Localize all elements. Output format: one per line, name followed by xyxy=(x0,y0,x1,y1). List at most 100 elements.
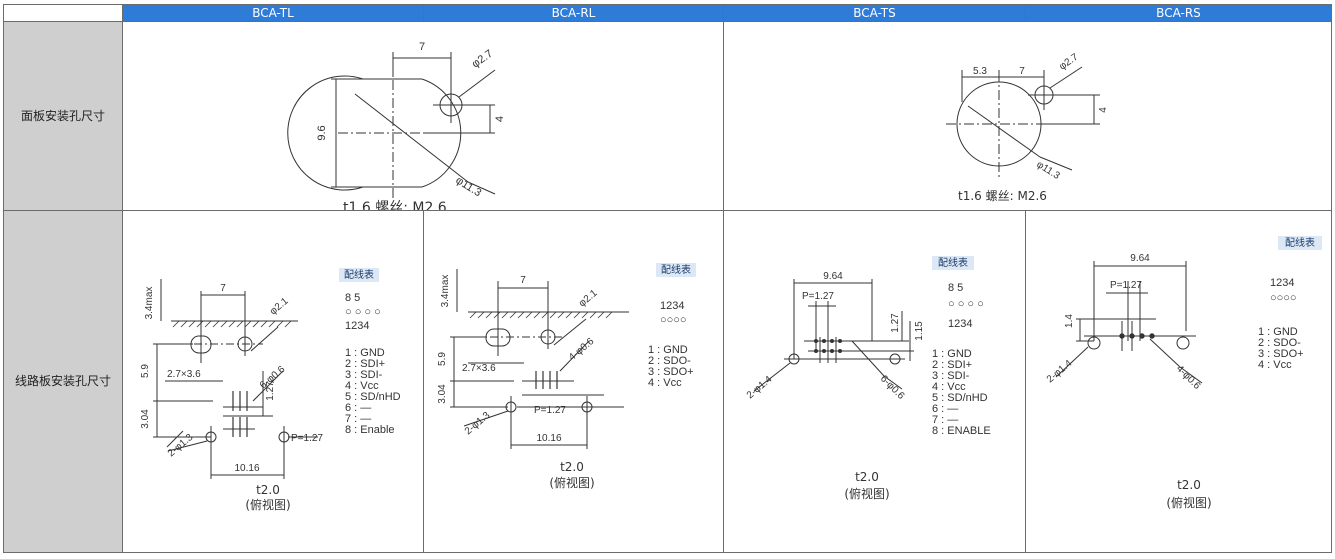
pcb-rl-pins: 4-φ0.6 xyxy=(567,336,597,364)
pcb-rs-pin-3: 3 : SDO+ xyxy=(1258,348,1304,360)
pcb-rl-holes2: 2-φ1.3 xyxy=(463,410,493,438)
pcb-rl-caption2: (俯视图) xyxy=(549,475,594,490)
panel-tl-dim-v: 4 xyxy=(494,116,506,122)
pcb-rl-pin-4: 4 : Vcc xyxy=(648,377,682,389)
pcb-ts-pin-2: 2 : SDI+ xyxy=(932,359,972,371)
pcb-rl-max: 3.4max xyxy=(440,275,451,308)
pcb-rs-wiring-badge xyxy=(1278,236,1322,250)
pcb-rl-wiring-title: 配线表 xyxy=(661,263,691,276)
pcb-tl-hole: φ2.1 xyxy=(268,295,291,317)
spec-table: BCA-TL BCA-RL BCA-TS BCA-RS 面板安装孔尺寸 xyxy=(3,4,1332,553)
corner-cell xyxy=(3,4,123,22)
pcb-tl-d59: 5.9 xyxy=(140,364,151,378)
pcb-rl-pin-1: 1 : GND xyxy=(648,344,688,356)
pcb-ts-d115: 1.15 xyxy=(914,321,925,341)
pcb-rs-pin-1: 1 : GND xyxy=(1258,326,1298,338)
pcb-tl-d1016: 10.16 xyxy=(234,463,259,474)
row-label-pcb: 线路板安装孔尺寸 xyxy=(3,210,123,553)
pcb-ts-pitch: P=1.27 xyxy=(802,291,834,302)
panel-tl-dim-small-hole: φ2.7 xyxy=(470,48,495,71)
pcb-ts-pin-1: 1 : GND xyxy=(932,348,972,360)
pcb-rs-pins: 4-φ0.6 xyxy=(1174,363,1203,392)
pcb-rs-pin-4: 4 : Vcc xyxy=(1258,359,1292,371)
pcb-ts-caption1: t2.0 xyxy=(855,470,879,484)
pcb-rl-d304: 3.04 xyxy=(437,384,448,404)
header-bca-rl: BCA-RL xyxy=(423,4,724,22)
pcb-drawing-ts: 9.64 P=1.27 1.27 1.15 2-φ1.4 6-φ0.6 t2.0… xyxy=(723,210,1026,553)
pcb-ts-pin-7: 7 : — xyxy=(932,414,958,426)
pcb-rl-svg: 3.4max 7 φ2.1 5.9 2.7×3.6 4-φ0.6 3.04 2-… xyxy=(437,263,696,490)
panel-tl-dim-big-hole: φ11.3 xyxy=(453,174,483,199)
pcb-ts-pin-4: 4 : Vcc xyxy=(932,381,966,393)
pcb-tl-caption1: t2.0 xyxy=(256,483,280,497)
pcb-tl-pin-2: 2 : SDI+ xyxy=(345,358,385,370)
pcb-tl-slot: 2.7×3.6 xyxy=(167,369,201,380)
pcb-rs-d964: 9.64 xyxy=(1130,253,1150,264)
pcb-rl-d1016: 10.16 xyxy=(536,433,561,444)
pcb-rs-pin-dots: ○○○○ xyxy=(1270,292,1297,304)
pcb-rl-hole: φ2.1 xyxy=(577,287,600,309)
pcb-rs-caption1: t2.0 xyxy=(1177,478,1201,492)
pcb-ts-wiring-badge xyxy=(932,256,974,270)
pcb-tl-d7: 7 xyxy=(220,283,226,294)
pcb-rs-svg: 9.64 P=1.27 1.4 2-φ1.4 4-φ0.6 t2.0 (俯视图)… xyxy=(1045,236,1322,510)
pcb-tl-caption2: (俯视图) xyxy=(245,497,290,512)
panel-drawing-svg: 7 φ2.7 4 9.6 φ11.3 t1.6 螺丝: M2.6 xyxy=(287,41,506,210)
pcb-rl-wiring-badge xyxy=(656,263,696,277)
pcb-tl-pin-top: 8 5 xyxy=(345,292,360,304)
pcb-tl-pin-row: 1234 xyxy=(345,320,369,332)
pcb-ts-pins: 6-φ0.6 xyxy=(878,373,907,402)
pcb-drawing-tl: 3.4max 7 φ2.1 5.9 2.7×3.6 6-φ0.6 1.27 3.… xyxy=(122,210,424,553)
panel-tl-dim-offset: 7 xyxy=(419,41,425,53)
pcb-rs-pitch: P=1.27 xyxy=(1110,280,1142,291)
pcb-tl-wiring-badge xyxy=(339,268,379,282)
pcb-tl-svg: 3.4max 7 φ2.1 5.9 2.7×3.6 6-φ0.6 1.27 3.… xyxy=(140,268,401,512)
pcb-ts-pin-row: 1234 xyxy=(948,318,972,330)
pcb-drawing-rs: 9.64 P=1.27 1.4 2-φ1.4 4-φ0.6 t2.0 (俯视图)… xyxy=(1025,210,1332,553)
pcb-rs-caption2: (俯视图) xyxy=(1166,495,1211,510)
panel-tl-dim-h: 9.6 xyxy=(316,125,328,140)
pcb-tl-pin-3: 3 : SDI- xyxy=(345,369,383,381)
pcb-rs-wiring-title: 配线表 xyxy=(1285,236,1315,249)
pcb-tl-pin-1: 1 : GND xyxy=(345,347,385,359)
pcb-rl-slot: 2.7×3.6 xyxy=(462,363,496,374)
pcb-drawing-rl: 3.4max 7 φ2.1 5.9 2.7×3.6 4-φ0.6 3.04 2-… xyxy=(423,210,724,553)
header-bca-ts: BCA-TS xyxy=(723,4,1026,22)
pcb-rl-pitch: P=1.27 xyxy=(534,405,566,416)
pcb-tl-d304: 3.04 xyxy=(140,409,151,429)
pcb-ts-pin-top: 8 5 xyxy=(948,282,963,294)
panel-drawing-ts-svg: 5.3 7 φ2.7 4 φ11.3 t1.6 螺丝: M2.6 xyxy=(946,52,1109,203)
panel-ts-dim-a: 5.3 xyxy=(973,66,987,77)
panel-ts-dim-big-hole: φ11.3 xyxy=(1034,159,1062,182)
pcb-tl-max: 3.4max xyxy=(144,287,155,320)
panel-ts-dim-v: 4 xyxy=(1098,107,1109,113)
pcb-rl-d59: 5.9 xyxy=(437,352,448,366)
panel-ts-dim-small-hole: φ2.7 xyxy=(1057,52,1080,73)
pcb-rl-pin-2: 2 : SDO- xyxy=(648,355,691,367)
pcb-rl-pin-row: 1234 xyxy=(660,300,684,312)
panel-ts-caption: t1.6 螺丝: M2.6 xyxy=(958,189,1047,203)
pcb-ts-pin-dots: ○ ○ ○ ○ xyxy=(948,298,984,310)
pcb-rs-holes2: 2-φ1.4 xyxy=(1045,358,1075,386)
pcb-ts-d127: 1.27 xyxy=(890,313,901,333)
header-bca-rs: BCA-RS xyxy=(1025,4,1332,22)
pcb-ts-pin-6: 6 : — xyxy=(932,403,958,415)
pcb-rs-pin-2: 2 : SDO- xyxy=(1258,337,1301,349)
row-label-panel: 面板安装孔尺寸 xyxy=(3,21,123,211)
pcb-ts-wiring-title: 配线表 xyxy=(938,256,968,269)
pcb-tl-pitch: P=1.27 xyxy=(291,433,323,444)
pcb-tl-pin-dots: ○ ○ ○ ○ xyxy=(345,306,381,318)
pcb-ts-d964: 9.64 xyxy=(823,271,843,282)
panel-drawing-ts-rs: 5.3 7 φ2.7 4 φ11.3 t1.6 螺丝: M2.6 xyxy=(723,21,1332,211)
pcb-ts-svg: 9.64 P=1.27 1.27 1.15 2-φ1.4 6-φ0.6 t2.0… xyxy=(745,256,991,501)
pcb-rl-d7: 7 xyxy=(520,275,526,286)
panel-ts-dim-offset: 7 xyxy=(1019,66,1025,77)
pcb-ts-caption2: (俯视图) xyxy=(844,486,889,501)
pcb-rl-pin-dots: ○○○○ xyxy=(660,314,687,326)
pcb-tl-pin-6: 6 : — xyxy=(345,402,371,414)
pcb-tl-wiring-title: 配线表 xyxy=(344,268,374,281)
pcb-ts-pin-3: 3 : SDI- xyxy=(932,370,970,382)
pcb-rl-pin-3: 3 : SDO+ xyxy=(648,366,694,378)
pcb-rs-pin-row: 1234 xyxy=(1270,277,1294,289)
pcb-tl-d127: 1.27 xyxy=(265,381,276,401)
